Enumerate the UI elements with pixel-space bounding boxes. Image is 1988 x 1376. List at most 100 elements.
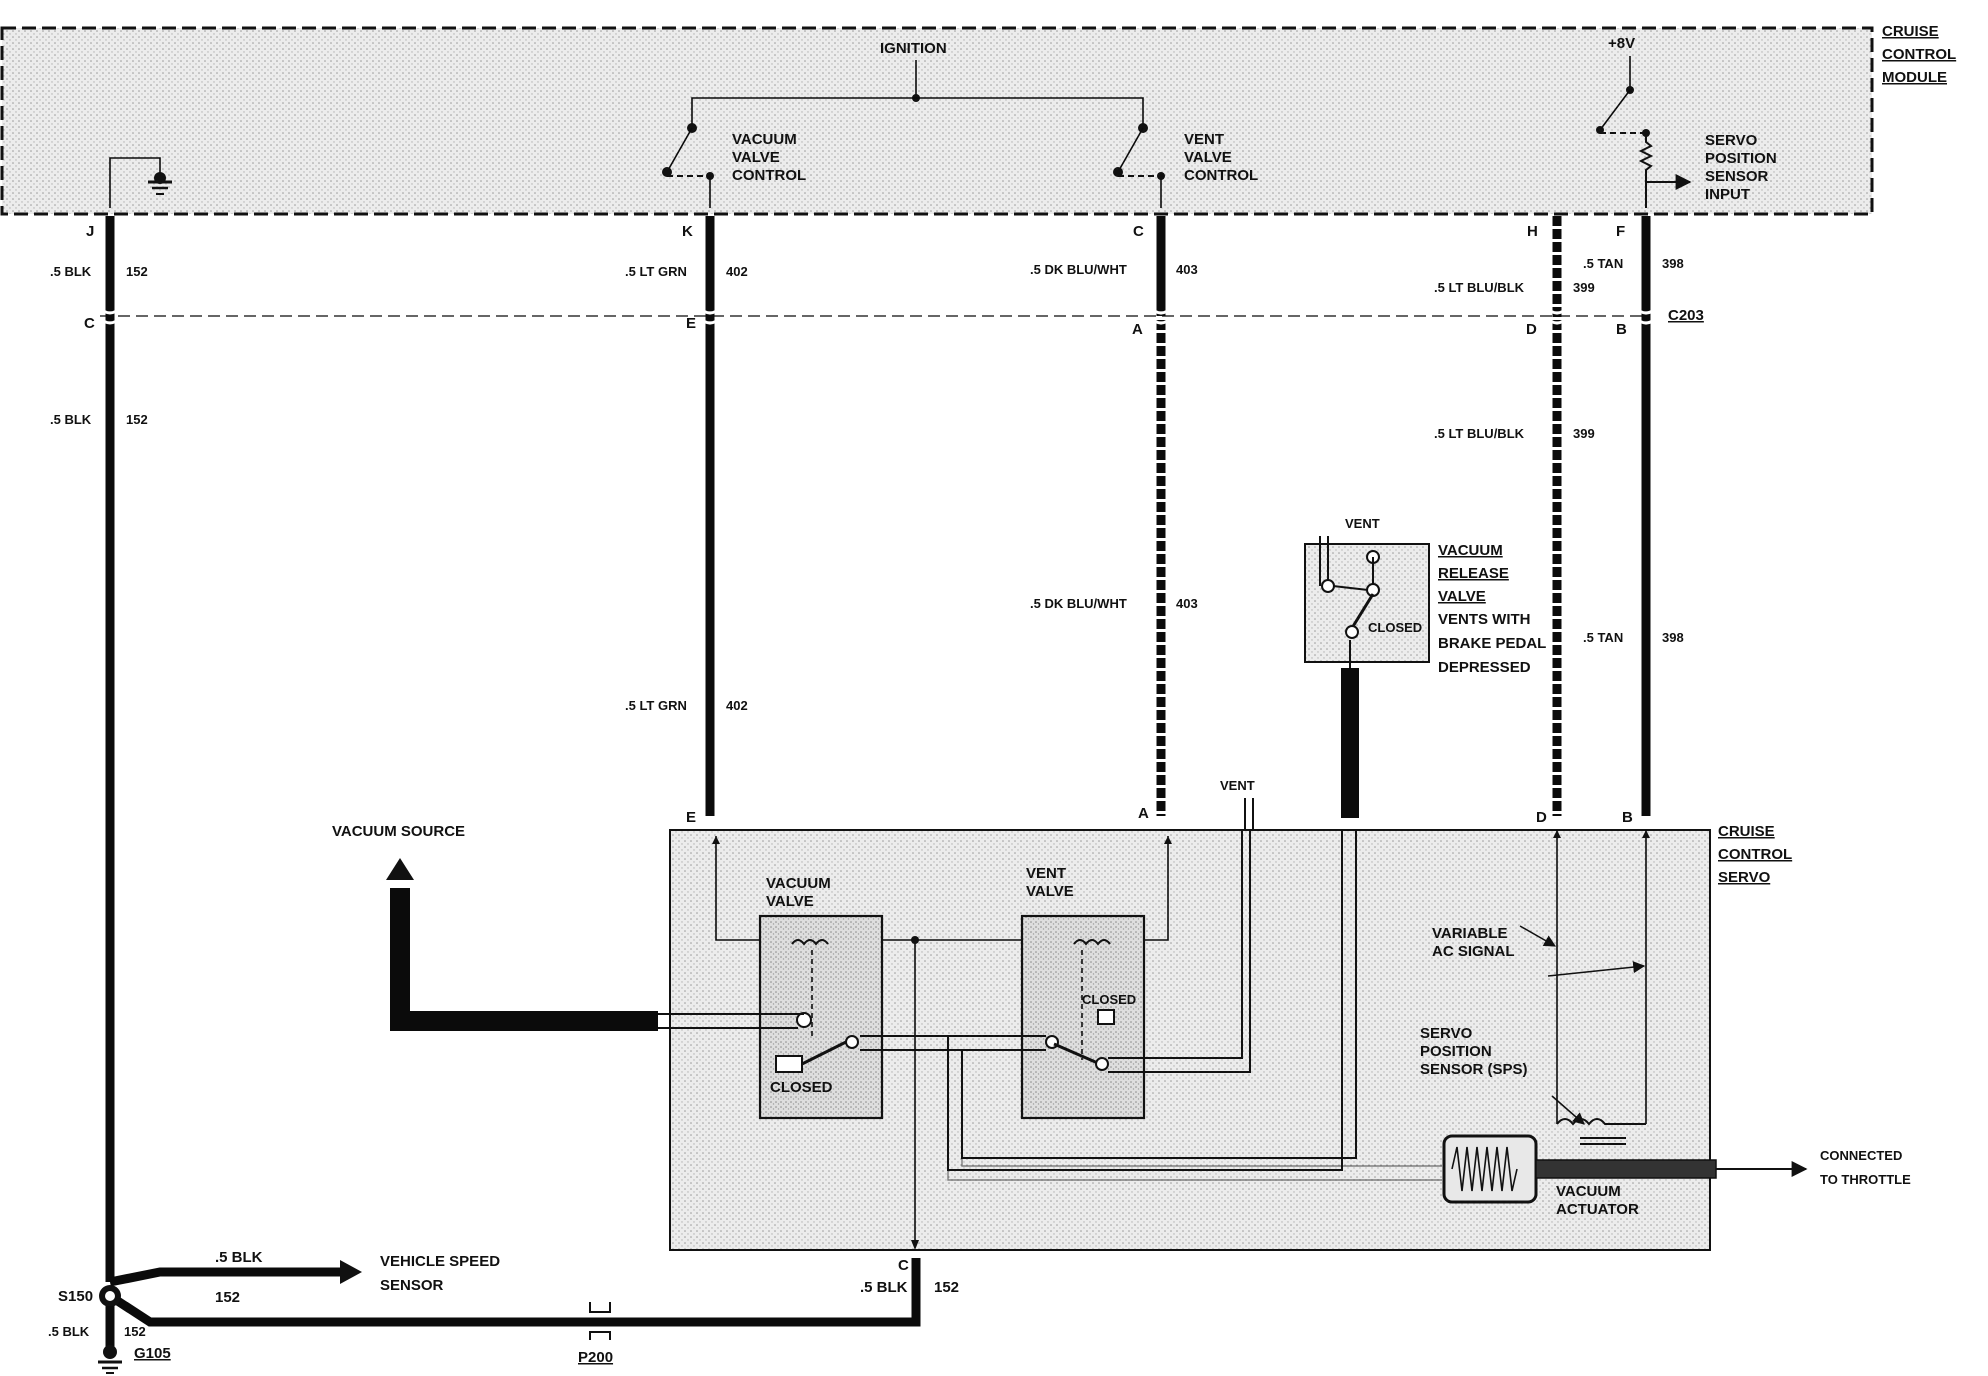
servo-ground-wire — [107, 1258, 921, 1327]
release-valve-desc-line-2: BRAKE PEDAL — [1438, 635, 1546, 652]
internal-vacuum-passages — [658, 830, 1442, 1181]
vacuum-valve-control-line-2: VALVE — [732, 149, 780, 166]
connected-throttle-line-1: CONNECTED — [1820, 1148, 1902, 1163]
w399-lower-color: .5 LT BLU/BLK — [1434, 426, 1525, 441]
vent-valve-control-line-1: VENT — [1184, 131, 1224, 148]
vacuum-valve-closed: CLOSED — [770, 1079, 833, 1096]
c203-name: C203 — [1668, 307, 1704, 324]
vss-wire-num: 152 — [215, 1289, 240, 1306]
sps-input-circuit: +8V — [1596, 35, 1692, 208]
c203-pin-d: D — [1526, 321, 1537, 338]
sps-label: SERVO POSITION SENSOR (SPS) — [1420, 1025, 1585, 1125]
vacuum-actuator: VACUUM ACTUATOR — [1442, 1134, 1808, 1218]
vacuum-source: VACUUM SOURCE — [332, 823, 658, 1031]
p200-label: P200 — [578, 1349, 613, 1366]
wire-152 — [98, 216, 122, 1282]
connected-throttle-line-2: TO THROTTLE — [1820, 1172, 1911, 1187]
sps-input-line-4: INPUT — [1705, 186, 1750, 203]
vss-label-line-2: SENSOR — [380, 1277, 444, 1294]
actuator-spring — [1451, 1146, 1518, 1192]
cruise-control-servo: CRUISE CONTROL SERVO E A D B VENT VACUUM… — [658, 778, 1911, 1251]
w399-lower-num: 399 — [1573, 426, 1595, 441]
variable-ac-line-1: VARIABLE — [1432, 925, 1508, 942]
sps-line-2: POSITION — [1420, 1043, 1492, 1060]
w402-upper-num: 402 — [726, 264, 748, 279]
vacuum-actuator-line-1: VACUUM — [1556, 1183, 1621, 1200]
servo-pin-d: D — [1536, 809, 1547, 826]
servo-pin-e: E — [686, 809, 696, 826]
bottom-wiring: .5 BLK 152 VEHICLE SPEED SENSOR C .5 BLK… — [48, 1249, 959, 1374]
plus-8v-label: +8V — [1608, 35, 1635, 52]
w152-lower-num: 152 — [126, 412, 148, 427]
vacuum-valve-control-label: VACUUM VALVE CONTROL — [732, 131, 806, 184]
vss-arrow — [340, 1260, 362, 1284]
g105-label: G105 — [134, 1345, 171, 1362]
ignition-label: IGNITION — [880, 40, 947, 57]
release-valve-title: VACUUM RELEASE VALVE VENTS WITH BRAKE PE… — [1438, 542, 1546, 676]
module-title-line-3: MODULE — [1882, 69, 1947, 86]
servo-title: CRUISE CONTROL SERVO — [1718, 823, 1792, 886]
vacuum-valve-box — [758, 914, 884, 1120]
servo-title-line-2: CONTROL — [1718, 846, 1792, 863]
w403-upper-color: .5 DK BLU/WHT — [1030, 262, 1127, 277]
pin-h: H — [1527, 223, 1538, 240]
s150-label: S150 — [58, 1288, 93, 1305]
ground-symbol-dot — [154, 172, 166, 184]
servo-title-line-1: CRUISE — [1718, 823, 1775, 840]
vacuum-source-label: VACUUM SOURCE — [332, 823, 465, 840]
w398-upper-color: .5 TAN — [1583, 256, 1623, 271]
vent-valve-label-line-2: VALVE — [1026, 883, 1074, 900]
servo-c-wire-color: .5 BLK — [860, 1279, 908, 1296]
module-internal-ground — [109, 157, 172, 208]
vacuum-valve-control-line-1: VACUUM — [732, 131, 797, 148]
c203-pin-e: E — [686, 315, 696, 332]
wire-398 — [1634, 216, 1658, 816]
release-valve-vent-label: VENT — [1345, 516, 1380, 531]
release-valve-title-line-2: RELEASE — [1438, 565, 1509, 582]
sps-input-line-1: SERVO — [1705, 132, 1758, 149]
wire-402 — [698, 216, 722, 816]
pin-f: F — [1616, 223, 1625, 240]
servo-position-sensor-input-label: SERVO POSITION SENSOR INPUT — [1705, 132, 1777, 203]
w402-lower-num: 402 — [726, 698, 748, 713]
vacuum-actuator-line-2: ACTUATOR — [1556, 1201, 1639, 1218]
w403-lower-color: .5 DK BLU/WHT — [1030, 596, 1127, 611]
vacuum-source-arrow — [386, 858, 414, 880]
w398-lower-num: 398 — [1662, 630, 1684, 645]
cruise-control-module: CRUISE CONTROL MODULE IGNITION — [0, 23, 1956, 216]
actuator-rod — [1535, 1159, 1717, 1179]
wire-399 — [1545, 216, 1569, 816]
vacuum-source-hose — [390, 888, 658, 1031]
wire-labels: .5 BLK 152 .5 BLK 152 .5 LT GRN 402 .5 L… — [50, 256, 1684, 713]
w403-lower-num: 403 — [1176, 596, 1198, 611]
release-valve-desc-line-3: DEPRESSED — [1438, 659, 1531, 676]
variable-ac-signal-label: VARIABLE AC SIGNAL — [1432, 925, 1646, 977]
vacuum-valve-label-line-2: VALVE — [766, 893, 814, 910]
c203-pin-a: A — [1132, 321, 1143, 338]
c203-pin-labels: C E A D B C203 — [84, 307, 1704, 338]
servo-pin-a: A — [1138, 805, 1149, 822]
vss-wire-color: .5 BLK — [215, 1249, 263, 1266]
pin-k: K — [682, 223, 693, 240]
w399-upper-num: 399 — [1573, 280, 1595, 295]
servo-pin-b: B — [1622, 809, 1633, 826]
vacuum-valve-coil — [791, 939, 829, 946]
connected-to-throttle-label: CONNECTED TO THROTTLE — [1820, 1148, 1911, 1187]
w402-upper-color: .5 LT GRN — [625, 264, 687, 279]
w403-upper-num: 403 — [1176, 262, 1198, 277]
release-valve-desc-line-1: VENTS WITH — [1438, 611, 1531, 628]
release-valve-closed: CLOSED — [1368, 620, 1422, 635]
w398-lower-color: .5 TAN — [1583, 630, 1623, 645]
vent-valve-closed: CLOSED — [1082, 992, 1136, 1007]
vss-label-line-1: VEHICLE SPEED — [380, 1253, 500, 1270]
ignition-circuit: IGNITION — [662, 40, 1165, 208]
servo-title-line-3: SERVO — [1718, 869, 1771, 886]
module-pin-labels: J K C H F — [86, 223, 1625, 240]
vss-wire — [109, 1267, 340, 1287]
vacuum-release-valve: VENT CLOSED VACUUM RELEASE VALVE VENTS W… — [1304, 516, 1546, 818]
servo-c-wire-num: 152 — [934, 1279, 959, 1296]
vent-valve-control-line-3: CONTROL — [1184, 167, 1258, 184]
w399-upper-color: .5 LT BLU/BLK — [1434, 280, 1525, 295]
sps-input-line-3: SENSOR — [1705, 168, 1769, 185]
